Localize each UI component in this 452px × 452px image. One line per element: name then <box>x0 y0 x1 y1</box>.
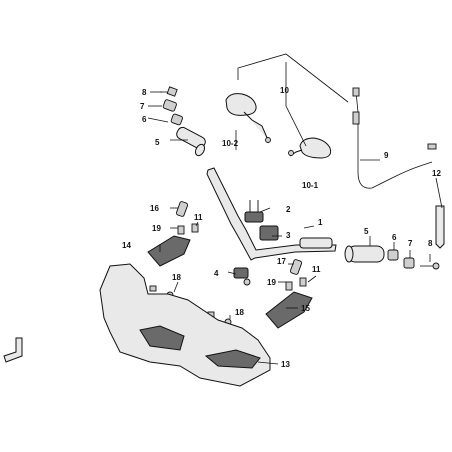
label-10-1: 10-1 <box>302 181 319 190</box>
handlebar-cover <box>99 263 271 387</box>
label-3: 3 <box>286 231 291 240</box>
label-13: 13 <box>281 360 290 369</box>
label-17: 17 <box>277 257 286 266</box>
label-19-right: 19 <box>267 278 276 287</box>
label-5-left: 5 <box>155 138 160 147</box>
label-11-left: 11 <box>194 213 203 222</box>
label-9: 9 <box>384 151 389 160</box>
label-6-right: 6 <box>392 233 397 242</box>
handlebar-holders <box>233 200 279 286</box>
right-mirror <box>288 137 332 159</box>
label-6-left: 6 <box>142 115 147 124</box>
label-14: 14 <box>122 241 131 250</box>
label-2: 2 <box>286 205 291 214</box>
label-16: 16 <box>150 204 159 213</box>
label-7-right: 7 <box>408 239 413 248</box>
label-19-left: 19 <box>152 224 161 233</box>
label-10-2: 10-2 <box>222 139 239 148</box>
right-grip-assembly <box>344 245 440 270</box>
label-1: 1 <box>318 218 323 227</box>
left-grip-assembly <box>160 86 206 157</box>
small-bracket <box>3 337 23 363</box>
label-18-lower: 18 <box>235 308 244 317</box>
label-4: 4 <box>214 269 219 278</box>
label-18-upper: 18 <box>172 273 181 282</box>
label-11-right: 11 <box>312 265 321 274</box>
label-10: 10 <box>280 86 289 95</box>
label-15: 15 <box>301 304 310 313</box>
handlebar <box>206 167 337 261</box>
cable-strap <box>435 205 445 249</box>
leader-lines <box>147 53 443 365</box>
label-7-left: 7 <box>140 102 145 111</box>
label-5-right: 5 <box>364 227 369 236</box>
left-mount-parts <box>147 201 199 267</box>
callout-labels: 1 2 3 4 5 5 6 6 7 7 8 8 9 10 10-1 10-2 1… <box>122 86 441 369</box>
label-12: 12 <box>432 169 441 178</box>
throttle-cable <box>352 87 437 189</box>
right-mount-parts <box>265 259 313 329</box>
label-8-left: 8 <box>142 88 147 97</box>
label-8-right: 8 <box>428 239 433 248</box>
left-mirror <box>225 93 271 143</box>
